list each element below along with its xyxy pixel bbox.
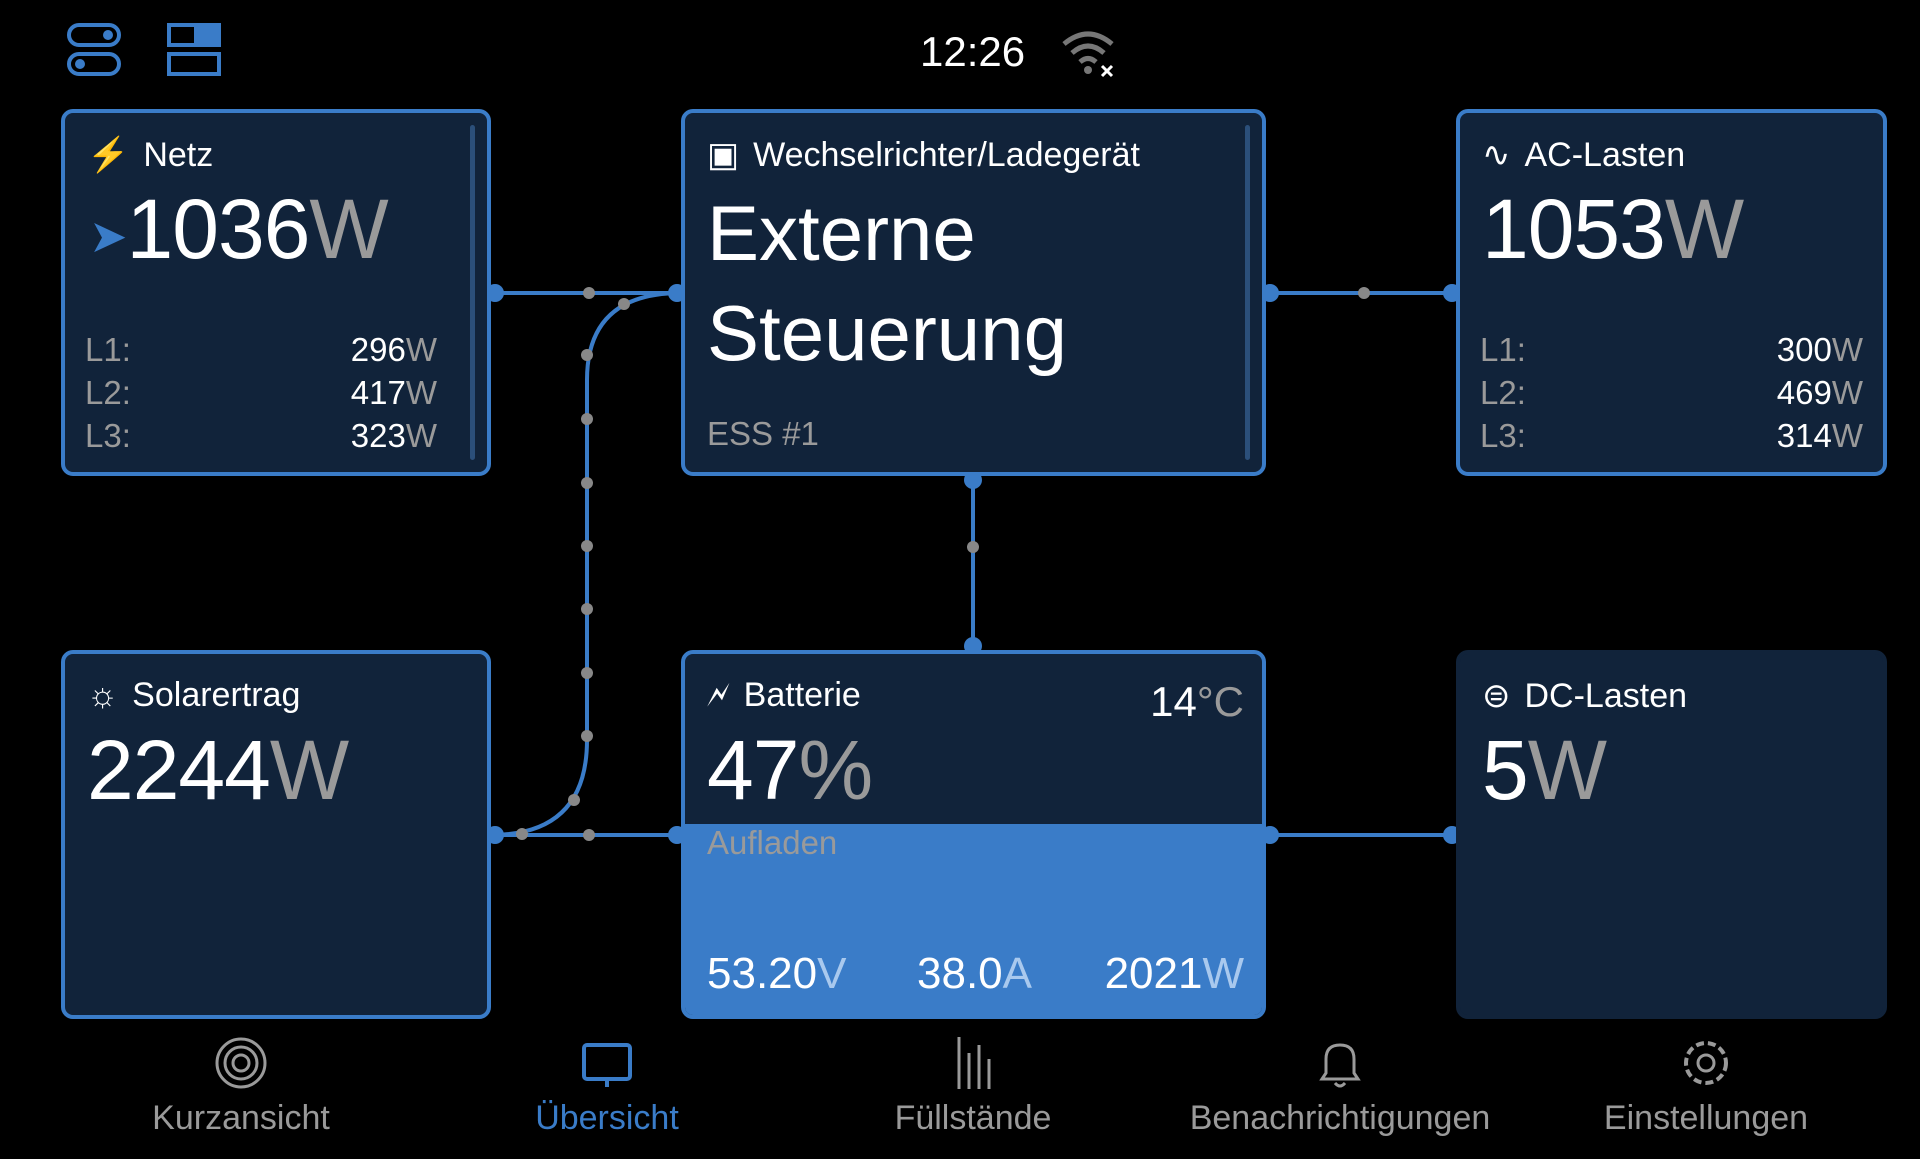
grid-phase-row: L1:296W — [85, 331, 437, 368]
overview-icon — [582, 1043, 632, 1087]
ac-loads-value: 1053 — [1482, 182, 1666, 276]
solar-title: Solarertrag — [132, 676, 301, 714]
battery-soc: 47 — [707, 723, 799, 817]
battery-temperature: 14 — [1150, 678, 1197, 725]
scrollbar[interactable] — [470, 125, 475, 460]
grid-direction-icon: ➤ — [89, 209, 128, 262]
voltage-unit: V — [817, 949, 847, 998]
nav-label: Kurzansicht — [152, 1099, 330, 1137]
inverter-state-line2: Steuerung — [707, 289, 1067, 377]
solar-unit: W — [269, 723, 349, 817]
inverter-icon: ▣ — [707, 136, 740, 174]
ac-loads-title: AC-Lasten — [1524, 135, 1686, 174]
nav-label: Einstellungen — [1603, 1099, 1809, 1137]
battery-power: 2021 — [1104, 949, 1203, 998]
battery-state: Aufladen — [707, 824, 838, 861]
nav-benachrichtigungen[interactable]: Benachrichtigungen — [1160, 1035, 1520, 1138]
battery-current: 38.0 — [917, 949, 1003, 998]
grid-card[interactable]: ⚡ Netz ➤1036W L1:296W L2:417W L3:323W — [61, 109, 491, 476]
battery-charging-icon: 🗲 — [707, 676, 730, 714]
ac-loads-card[interactable]: ∿ AC-Lasten 1053W L1:300W L2:469W L3:314W — [1456, 109, 1887, 476]
current-unit: A — [1002, 949, 1032, 998]
nav-label: Füllstände — [894, 1099, 1052, 1137]
nav-kurzansicht[interactable]: Kurzansicht — [61, 1035, 421, 1138]
battery-title: Batterie — [743, 676, 861, 714]
power-unit: W — [1202, 949, 1244, 998]
nav-fuellstaende[interactable]: Füllstände — [793, 1035, 1153, 1138]
toggles-icon — [67, 23, 121, 76]
nav-label: Benachrichtigungen — [1189, 1099, 1491, 1137]
gear-icon — [1684, 1041, 1728, 1085]
ac-phase-row: L1:300W — [1480, 331, 1863, 368]
bell-icon — [1319, 1043, 1361, 1088]
ac-loads-unit: W — [1664, 182, 1744, 276]
inverter-card[interactable]: ▣ Wechselrichter/Ladegerät Externe Steuer… — [681, 109, 1266, 476]
grid-unit: W — [309, 182, 388, 276]
dc-icon: ⊜ — [1482, 677, 1511, 715]
scrollbar[interactable] — [1245, 125, 1250, 460]
dc-loads-value: 5 — [1482, 723, 1529, 817]
ac-phase-row: L3:314W — [1480, 417, 1863, 454]
nav-uebersicht[interactable]: Übersicht — [427, 1035, 787, 1138]
soc-unit: % — [798, 723, 873, 817]
inverter-title: Wechselrichter/Ladegerät — [753, 135, 1140, 174]
grid-value: 1036 — [126, 182, 311, 276]
grid-title: Netz — [143, 135, 214, 174]
grid-tower-icon: ⚡ — [87, 136, 130, 174]
levels-icon — [957, 1037, 991, 1089]
grid-phase-row: L2:417W — [85, 374, 437, 411]
solar-value: 2244 — [87, 723, 271, 817]
inverter-state-line1: Externe — [707, 189, 976, 277]
grid-phase-row: L3:323W — [85, 417, 437, 454]
battery-card[interactable]: 🗲 Batterie 14°C 47% Aufladen 53.20V 38.0A… — [681, 650, 1266, 1019]
inverter-mode: ESS #1 — [707, 415, 819, 452]
temp-unit: °C — [1196, 678, 1244, 725]
dc-loads-unit: W — [1527, 723, 1607, 817]
dc-loads-title: DC-Lasten — [1524, 676, 1688, 715]
ac-phase-row: L2:469W — [1480, 374, 1863, 411]
battery-voltage: 53.20 — [707, 949, 818, 998]
battery-soc-fill — [685, 823, 1262, 1015]
dc-loads-card[interactable]: ⊜ DC-Lasten 5W — [1456, 650, 1887, 1019]
sun-icon: ☼ — [87, 676, 119, 714]
brief-view-icon — [215, 1037, 267, 1089]
solar-card[interactable]: ☼ Solarertrag 2244W — [61, 650, 491, 1019]
layout-icon — [167, 23, 221, 76]
nav-label: Übersicht — [535, 1099, 679, 1137]
toggles-button[interactable] — [66, 22, 122, 83]
layout-button[interactable] — [166, 22, 222, 83]
nav-einstellungen[interactable]: Einstellungen — [1526, 1035, 1886, 1138]
ac-sine-icon: ∿ — [1482, 136, 1511, 174]
wifi-disconnected-icon — [1060, 26, 1120, 87]
clock: 12:26 — [920, 28, 1026, 75]
